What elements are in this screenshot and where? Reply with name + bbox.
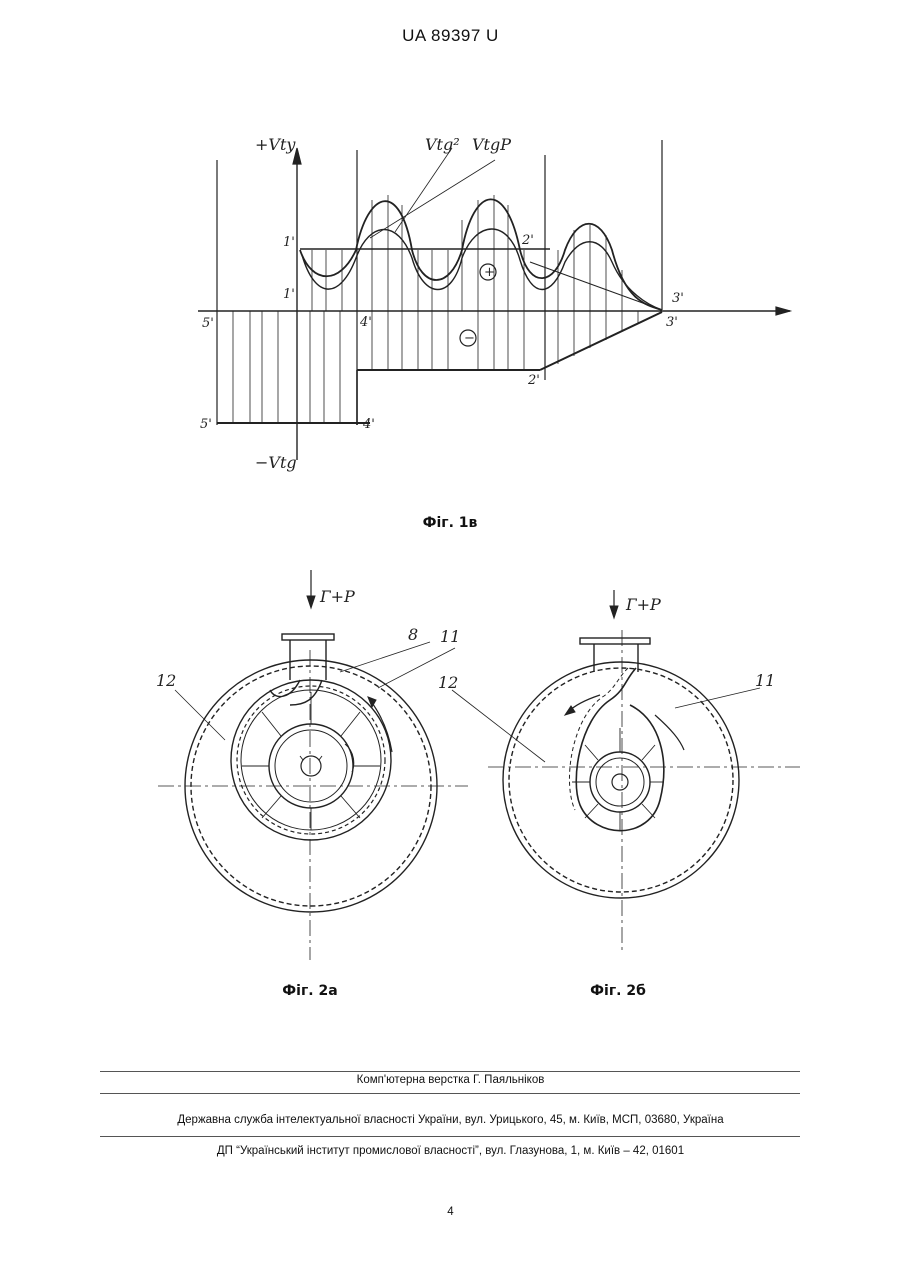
agency-address: Державна служба інтелектуальної власност… [0, 1114, 901, 1126]
ref-11-label-2b: 11 [755, 671, 775, 690]
ref-12-label-2b: 12 [438, 673, 458, 692]
footer-divider-top [100, 1071, 800, 1072]
layout-credit: Комп'ютерна верстка Г. Паяльніков [0, 1074, 901, 1086]
figure-2b-caption: Фіг. 2б [568, 983, 668, 999]
page-number: 4 [0, 1206, 901, 1218]
footer-divider-bottom [100, 1136, 800, 1137]
footer-divider-middle [100, 1093, 800, 1094]
flow-label-2b: Г+Р [625, 595, 661, 614]
institute-address: ДП “Український інститут промислової вла… [0, 1145, 901, 1157]
